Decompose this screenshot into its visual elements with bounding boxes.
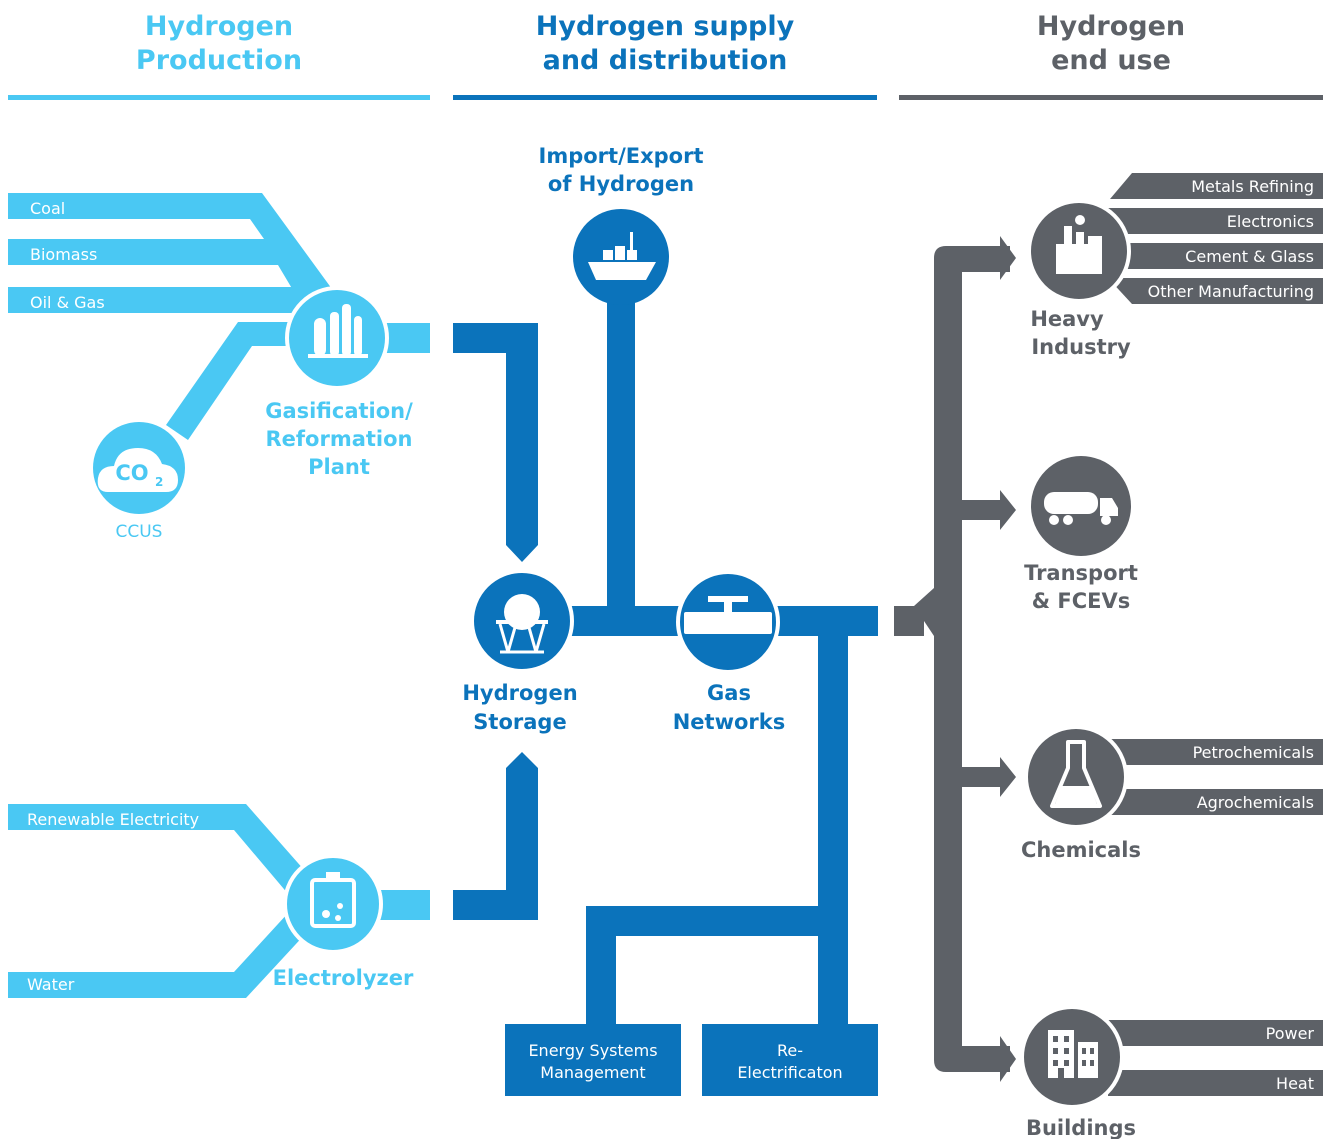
petrochemicals-label: Petrochemicals [1193, 743, 1314, 762]
metals-refining-label: Metals Refining [1191, 177, 1314, 196]
electrolyzer-to-storage-pipe [453, 752, 538, 920]
water-band [8, 900, 320, 998]
supply-section: Import/Export of Hydrogen Hydrogen Stora… [453, 144, 878, 1096]
factory-icon [1056, 215, 1102, 274]
header-production: Hydrogen Production [8, 11, 430, 100]
gasification-to-storage-pipe [453, 323, 538, 562]
input-renewable-electricity-label: Renewable Electricity [27, 810, 199, 829]
arrow-to-buildings [1000, 1036, 1016, 1082]
networks-label-line-2: Networks [673, 710, 786, 734]
re-electrification-line-2: Electrificaton [737, 1063, 842, 1082]
gasification-label-line-2: Reformation [266, 427, 413, 451]
header-production-line-2: Production [136, 45, 302, 76]
ccus-pipe [166, 322, 300, 440]
electrolyzer-output-pipe [380, 890, 430, 920]
cement-glass-band [1108, 243, 1323, 269]
input-biomass-label: Biomass [30, 245, 97, 264]
buildings-label: Buildings [1026, 1116, 1136, 1139]
header-end-use-line-2: end use [1051, 45, 1171, 76]
gasification-label-line-1: Gasification/ [265, 399, 413, 423]
import-export-label-line-1: Import/Export [539, 144, 704, 168]
energy-systems-line-1: Energy Systems [528, 1041, 657, 1060]
arrow-to-transport [962, 490, 1016, 530]
storage-label-line-1: Hydrogen [462, 681, 577, 705]
header-production-line-1: Hydrogen [145, 11, 293, 42]
flask-icon [1050, 740, 1102, 808]
header-supply-line-2: and distribution [543, 45, 788, 76]
networks-down-pipe [818, 632, 848, 1028]
tanker-truck-icon [1044, 492, 1118, 525]
petrochemicals-band [1108, 739, 1323, 765]
gasification-label-line-3: Plant [308, 455, 370, 479]
heat-band [1108, 1070, 1323, 1096]
input-oil-gas-label: Oil & Gas [30, 293, 105, 312]
refinery-icon [308, 304, 368, 358]
electronics-band [1108, 208, 1323, 234]
re-electrification-line-1: Re- [777, 1041, 803, 1060]
header-supply-rule [453, 95, 877, 100]
end-use-bracket [934, 246, 1010, 1072]
co2-icon-subscript: 2 [155, 475, 163, 489]
coal-band [8, 193, 340, 316]
import-export-label-line-2: of Hydrogen [548, 172, 694, 196]
power-label: Power [1266, 1024, 1315, 1043]
storage-tank-icon [496, 594, 548, 654]
electrolyzer-node [283, 854, 383, 954]
power-band [1108, 1020, 1323, 1046]
storage-label-line-2: Storage [473, 710, 566, 734]
electronics-label: Electronics [1227, 212, 1314, 231]
transport-label-line-2: & FCEVs [1032, 589, 1130, 613]
heavy-industry-label-line-2: Industry [1031, 335, 1131, 359]
energy-systems-box [505, 1024, 681, 1096]
heavy-industry-label-line-1: Heavy [1030, 307, 1104, 331]
end-use-bracket-notch [914, 588, 934, 636]
chemicals-node [1024, 725, 1128, 829]
oil-gas-band [8, 287, 300, 313]
transport-label-line-1: Transport [1024, 561, 1138, 585]
header-production-rule [8, 95, 430, 100]
metals-refining-band [1110, 173, 1323, 199]
cement-glass-label: Cement & Glass [1185, 247, 1314, 266]
input-water-label: Water [27, 975, 75, 994]
electrolyzer-label: Electrolyzer [273, 966, 414, 990]
renewable-electricity-band [8, 804, 320, 908]
networks-label-line-1: Gas [707, 681, 751, 705]
header-end-use-line-1: Hydrogen [1037, 11, 1185, 42]
building-icon [1048, 1030, 1098, 1078]
pipeline-valve-icon [684, 596, 772, 634]
re-electrification-box [702, 1024, 878, 1096]
header-supply-line-1: Hydrogen supply [536, 11, 795, 42]
ship-icon [588, 232, 656, 280]
arrow-to-chemicals [962, 757, 1016, 797]
agrochemicals-band [1108, 789, 1323, 815]
agrochemicals-label: Agrochemicals [1197, 793, 1314, 812]
cloud-icon [97, 448, 178, 492]
heat-label: Heat [1276, 1074, 1314, 1093]
energy-systems-line-2: Management [540, 1063, 645, 1082]
import-pipe [607, 300, 635, 608]
biomass-band [8, 239, 326, 312]
other-manufacturing-label: Other Manufacturing [1148, 282, 1314, 301]
other-manufacturing-band [1108, 278, 1323, 304]
header-end-use-rule [899, 95, 1323, 100]
production-section: Coal Biomass Oil & Gas Gasification/ Ref… [8, 193, 430, 998]
arrow-to-heavy-industry [1000, 236, 1016, 280]
co2-icon-text: CO [115, 461, 148, 485]
end-use-section: Metals Refining Electronics Cement & Gla… [894, 173, 1323, 1139]
chemicals-label: Chemicals [1021, 838, 1141, 862]
header-end-use: Hydrogen end use [899, 11, 1323, 100]
electrolyzer-icon [310, 872, 356, 928]
header-supply: Hydrogen supply and distribution [453, 11, 877, 100]
input-coal-label: Coal [30, 199, 65, 218]
energy-systems-pipe [586, 906, 832, 1028]
ccus-label: CCUS [116, 522, 163, 542]
